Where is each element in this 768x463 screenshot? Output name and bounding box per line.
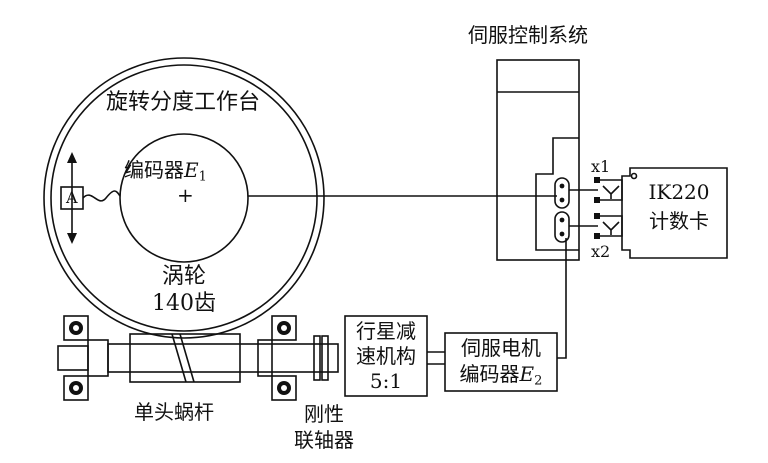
- encoder1-text: 编码器: [124, 158, 184, 182]
- worm-label: 单头蜗杆: [134, 400, 214, 424]
- port-x2-symbol: [602, 221, 620, 235]
- worm-shaft-right-collar: [257, 339, 273, 377]
- coupling-label-2: 联轴器: [294, 428, 354, 452]
- planetary-reducer: [344, 315, 428, 397]
- ik220-card: [621, 167, 728, 259]
- port-x1-pin-top: [594, 177, 600, 183]
- coupling-disc-1: [313, 335, 321, 381]
- probe-arrow-head-down: [67, 233, 77, 244]
- port-x1-label: x1: [591, 157, 611, 176]
- motor-label-2: 编码器E2: [445, 364, 557, 387]
- servo-system-label: 伺服控制系统: [468, 23, 588, 47]
- card-port-x2: [600, 215, 623, 237]
- left-bearing-bottom: [63, 375, 89, 401]
- card-label-1: IK220: [648, 180, 710, 204]
- worm-wheel-label-1: 涡轮: [161, 264, 206, 289]
- servo-motor: [444, 332, 558, 392]
- probe-wavy-connector: [82, 190, 121, 202]
- worm-shaft-left-end: [57, 345, 89, 371]
- worm-shaft: [107, 343, 339, 373]
- card-label-2: 计数卡: [649, 209, 709, 233]
- card-port-x1: [600, 179, 623, 201]
- motor-encoder-sub: 2: [534, 373, 543, 389]
- coupling-disc-2: [321, 335, 329, 381]
- probe-arrow-head-up: [67, 152, 77, 163]
- encoder1-var: E: [184, 158, 199, 182]
- servo-cabinet: [496, 59, 580, 261]
- motor-encoder-text: 编码器: [459, 362, 520, 386]
- coupling-label-1: 刚性: [304, 402, 344, 426]
- motor-encoder-line: [557, 238, 567, 359]
- encoder1-circle: [119, 133, 249, 263]
- servo-cabinet-step: [535, 137, 579, 251]
- turntable-label: 旋转分度工作台: [106, 90, 261, 115]
- servo-connector-1: [554, 177, 570, 209]
- port-x2-pin-top: [594, 213, 600, 219]
- connector-1-dot-b: [559, 197, 565, 203]
- worm-shaft-left-collar: [87, 339, 109, 377]
- port-x1-pin-bottom: [594, 197, 600, 203]
- worm-thread-2: [179, 333, 195, 383]
- port-x2-label: x2: [591, 242, 611, 261]
- worm-wheel-label-2: 140齿: [152, 291, 216, 316]
- motor-label-1: 伺服电机: [461, 336, 541, 360]
- right-bearing-top: [271, 315, 297, 341]
- motor-encoder-var: E: [519, 362, 535, 386]
- worm-gear-section: [129, 333, 241, 383]
- reducer-label-3: 5:1: [369, 369, 403, 393]
- right-bearing-bottom: [271, 375, 297, 401]
- encoder1-label: 编码器E1: [124, 160, 207, 183]
- probe-a-label: A: [66, 188, 78, 207]
- reducer-label-1: 行星减: [356, 319, 416, 343]
- port-x1-symbol: [602, 185, 620, 199]
- connector-1-dot-a: [559, 183, 565, 189]
- turntable-inner-circle: [50, 64, 318, 332]
- encoder1-sub: 1: [198, 169, 207, 185]
- connector-2-dot-a: [559, 217, 565, 223]
- worm-thread-1: [171, 333, 187, 383]
- reducer-label-2: 速机构: [356, 344, 416, 368]
- servo-connector-2: [554, 211, 570, 243]
- port-x2-pin-bottom: [594, 233, 600, 239]
- connector-2-dot-b: [559, 231, 565, 237]
- left-bearing-top: [63, 315, 89, 341]
- ik220-card-hole: [630, 172, 638, 180]
- turntable-outer-circle: [43, 57, 325, 339]
- center-mark: +: [177, 183, 194, 207]
